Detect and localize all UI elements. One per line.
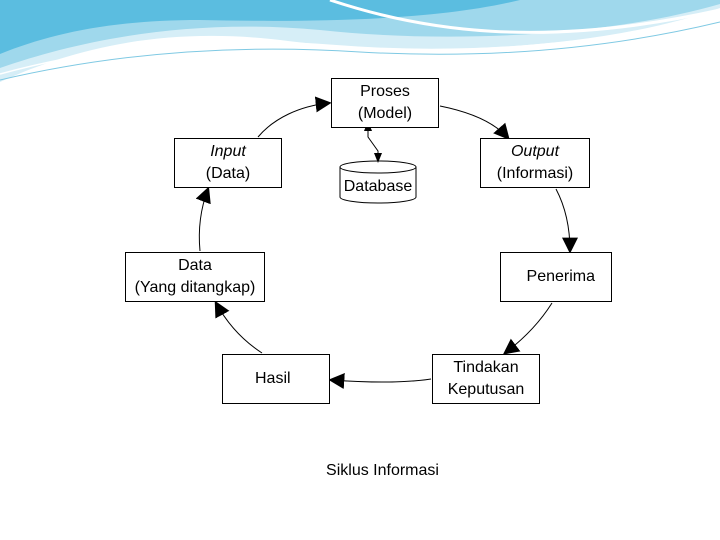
node-tindakan-line1: Tindakan	[453, 357, 518, 379]
arrow-proses-to-output	[440, 106, 508, 138]
arrow-tindakan-to-hasil	[331, 379, 431, 382]
node-data-line1: Data	[178, 255, 212, 277]
node-data: Data (Yang ditangkap)	[125, 252, 265, 302]
node-penerima: Penerima	[500, 252, 612, 302]
database-label: Database	[338, 176, 418, 198]
node-output-line2: (Informasi)	[497, 163, 573, 185]
node-hasil-label: Hasil	[255, 368, 291, 390]
node-proses: Proses (Model)	[331, 78, 439, 128]
node-penerima-label: Penerima	[527, 266, 595, 288]
arrow-input-to-proses	[258, 103, 329, 137]
node-tindakan-line2: Keputusan	[448, 379, 525, 401]
arrow-data-to-input	[199, 189, 208, 251]
arrow-hasil-to-data	[216, 303, 262, 353]
node-proses-line2: (Model)	[358, 103, 412, 125]
node-input-line1: Input	[210, 141, 246, 163]
node-output: Output (Informasi)	[480, 138, 590, 188]
arrow-output-to-penerima	[556, 189, 570, 251]
node-data-line2: (Yang ditangkap)	[135, 277, 256, 299]
node-proses-line1: Proses	[360, 81, 410, 103]
node-output-line1: Output	[511, 141, 559, 163]
node-hasil: Hasil	[222, 354, 330, 404]
node-input-line2: (Data)	[206, 163, 250, 185]
node-input: Input (Data)	[174, 138, 282, 188]
arrow-penerima-to-tindakan	[505, 303, 552, 353]
diagram-caption: Siklus Informasi	[270, 460, 495, 482]
node-tindakan: Tindakan Keputusan	[432, 354, 540, 404]
